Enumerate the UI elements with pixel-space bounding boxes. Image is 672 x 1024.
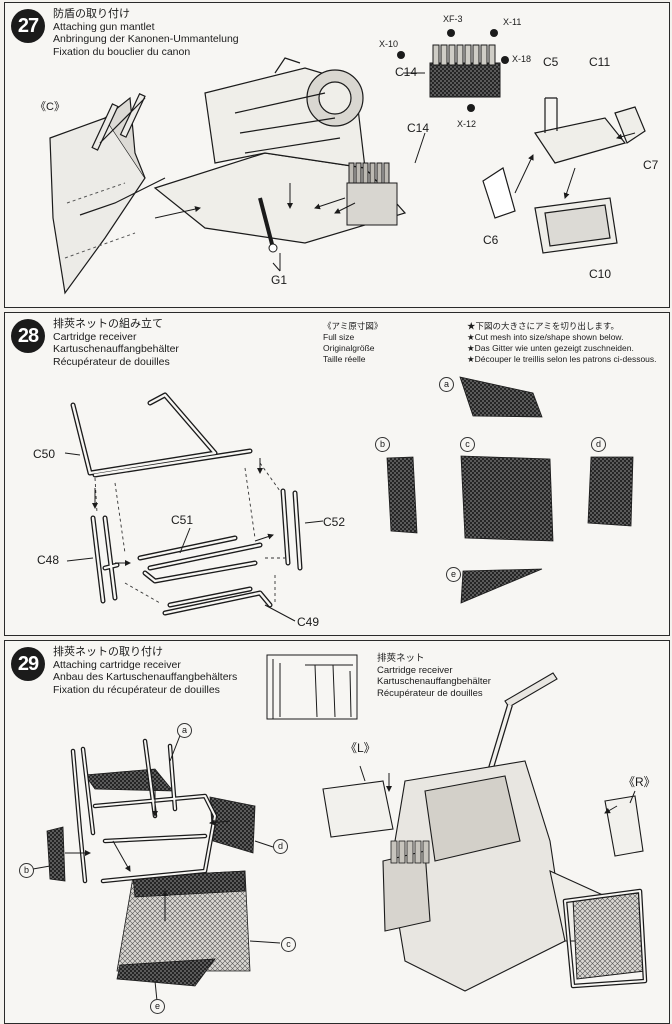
- mesh-cut-notes: ★下図の大きさにアミを切り出します。 ★Cut mesh into size/s…: [467, 321, 657, 365]
- fullsize-en: Full size: [323, 332, 355, 342]
- label-part-c: 《C》: [35, 101, 65, 113]
- step-29-title-de: Anbau des Kartuschenauffangbehälters: [53, 671, 238, 683]
- paint-x18: X-18: [512, 54, 532, 64]
- step-27-title-en: Attaching gun mantlet: [53, 20, 155, 33]
- step-number-29: 29: [11, 647, 45, 681]
- step-28-title-en: Cartridge receiver: [53, 330, 137, 343]
- label-c14-mid: C14: [407, 121, 430, 135]
- label-c10: C10: [589, 267, 612, 281]
- label-c7: C7: [643, 158, 659, 172]
- paint-x11: X-11: [503, 17, 522, 27]
- fullsize-heading: 《アミ原寸図》 Full size Originalgröße Taille r…: [323, 321, 382, 365]
- mesh-letter-b-29: b: [19, 863, 34, 878]
- note-fr: ★Découper le treillis selon les patrons …: [467, 354, 657, 364]
- label-c50: C50: [33, 447, 56, 461]
- step-28-drawing: [64, 376, 634, 622]
- note-en: ★Cut mesh into size/shape shown below.: [467, 332, 624, 342]
- step-27-drawing: [49, 29, 646, 295]
- label-c48: C48: [37, 553, 60, 567]
- step-29-title-fr: Fixation du récupérateur de douilles: [53, 683, 220, 696]
- note-de: ★Das Gitter wie unten gezeigt zuschneide…: [467, 343, 634, 353]
- step-number-27: 27: [11, 9, 45, 43]
- mesh-letter-b: b: [375, 437, 390, 452]
- mesh-c: [460, 455, 554, 542]
- label-part-l: 《L》: [345, 741, 376, 755]
- step-28-panel: 28 排莢ネットの組み立て Cartridge receiver Kartusc…: [4, 312, 670, 636]
- label-c52: C52: [323, 515, 346, 529]
- mesh-d: [587, 456, 634, 527]
- label-c51: C51: [171, 513, 194, 527]
- paint-xf3: XF-3: [443, 14, 463, 24]
- step-27-title-fr: Fixation du bouclier du canon: [53, 45, 191, 58]
- inset-jp: 排莢ネット: [377, 653, 425, 664]
- label-g1: G1: [271, 273, 288, 287]
- step-29-panel: 29 排莢ネットの取り付け Attaching cartridge receiv…: [4, 640, 670, 1024]
- mesh-letter-d: d: [591, 437, 606, 452]
- step-29-title: 排莢ネットの取り付け Attaching cartridge receiver …: [53, 646, 237, 696]
- fullsize-jp: 《アミ原寸図》: [323, 321, 383, 331]
- mesh-letter-a: a: [439, 377, 454, 392]
- step-29-drawing: [32, 654, 648, 1002]
- mesh-letter-a-29: a: [177, 723, 192, 738]
- step-27-title: 防盾の取り付け Attaching gun mantlet Anbringung…: [53, 8, 239, 58]
- step-28-title-jp: 排莢ネットの組み立て: [53, 318, 163, 330]
- step-number-28: 28: [11, 319, 45, 353]
- step-28-title: 排莢ネットの組み立て Cartridge receiver Kartuschen…: [53, 318, 179, 368]
- note-jp: ★下図の大きさにアミを切り出します。: [467, 321, 619, 331]
- label-c11: C11: [589, 55, 611, 69]
- label-part-r: 《R》: [623, 775, 656, 789]
- mesh-a: [459, 376, 543, 418]
- paint-x12: X-12: [457, 119, 477, 129]
- step-29-title-jp: 排莢ネットの取り付け: [53, 646, 163, 658]
- mesh-letter-c: c: [460, 437, 475, 452]
- label-c14-top: C14: [395, 65, 418, 79]
- label-c6: C6: [483, 233, 499, 247]
- mesh-letter-c-29: c: [281, 937, 296, 952]
- inset-de: Kartuschenauffangbehälter: [377, 676, 491, 687]
- mesh-letter-e: e: [446, 567, 461, 582]
- step-27-panel: 27 防盾の取り付け Attaching gun mantlet Anbring…: [4, 2, 670, 308]
- label-c49: C49: [297, 615, 320, 629]
- mesh-letter-d-29: d: [273, 839, 288, 854]
- inset-en: Cartridge receiver: [377, 664, 453, 676]
- mesh-letter-e-29: e: [150, 999, 165, 1014]
- fullsize-fr: Taille réelle: [323, 354, 366, 364]
- mesh-e: [460, 568, 543, 604]
- paint-x10: X-10: [379, 39, 399, 49]
- step-29-title-en: Attaching cartridge receiver: [53, 658, 181, 671]
- mesh-b: [386, 456, 418, 534]
- inset-fr: Récupérateur de douilles: [377, 687, 483, 699]
- inset-caption: 排莢ネット Cartridge receiver Kartuschenauffa…: [377, 653, 491, 699]
- step-27-title-de: Anbringung der Kanonen-Ummantelung: [53, 33, 239, 45]
- step-28-title-de: Kartuschenauffangbehälter: [53, 343, 179, 355]
- step-28-title-fr: Récupérateur de douilles: [53, 355, 170, 368]
- label-c5: C5: [543, 55, 559, 69]
- step-27-title-jp: 防盾の取り付け: [53, 8, 130, 20]
- fullsize-de: Originalgröße: [323, 343, 375, 353]
